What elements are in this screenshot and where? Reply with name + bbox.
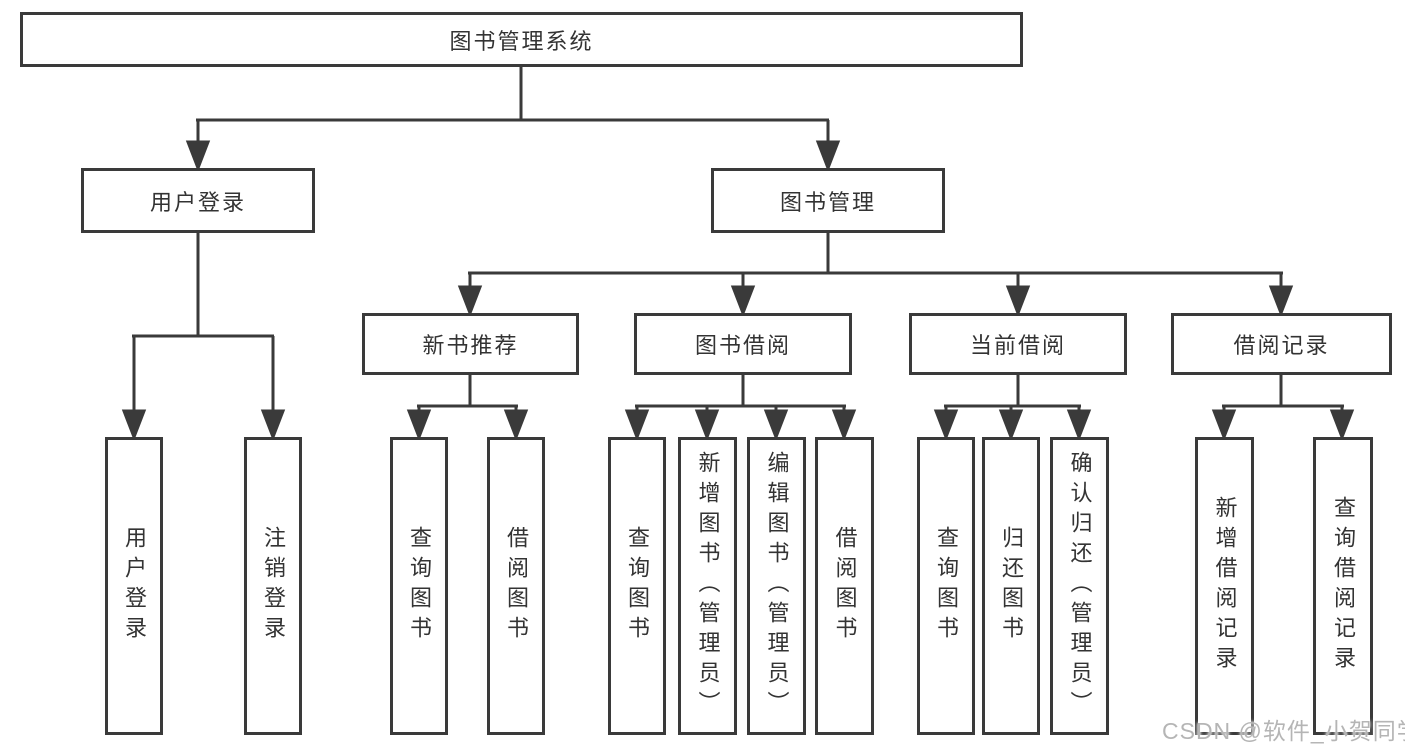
leaf-borrowing-borrow-books-label: 借阅图书 [832,526,858,646]
node-new-book-recommend: 新书推荐 [362,313,579,375]
node-borrowing-records: 借阅记录 [1171,313,1392,375]
node-root-label: 图书管理系统 [449,28,594,54]
leaf-borrowing-query-books-label: 查询图书 [625,526,650,646]
node-book-borrowing-label: 图书借阅 [694,333,791,358]
node-book-management-label: 图书管理 [779,189,876,215]
node-user-login-label: 用户登录 [149,189,246,215]
leaf-records-add-record-label: 新增借阅记录 [1212,496,1238,676]
node-book-borrowing: 图书借阅 [634,313,852,375]
node-book-management: 图书管理 [711,168,945,233]
leaf-records-query-record: 查询借阅记录 [1313,437,1373,735]
leaf-borrowing-edit-books-admin: 编辑图书（管理员） [747,437,806,735]
leaf-newrec-borrow-books-label: 借阅图书 [504,526,529,646]
leaf-borrowing-borrow-books: 借阅图书 [815,437,874,735]
leaf-current-query-books: 查询图书 [917,437,975,735]
node-borrowing-records-label: 借阅记录 [1233,333,1330,358]
leaf-records-add-record: 新增借阅记录 [1195,437,1254,735]
node-new-book-recommend-label: 新书推荐 [422,333,519,358]
leaf-current-confirm-return-admin-label: 确认归还（管理员） [1067,451,1093,721]
leaf-borrowing-edit-books-admin-label: 编辑图书（管理员） [764,451,790,721]
leaf-logout-label: 注销登录 [261,526,286,646]
leaf-user-login-label: 用户登录 [122,526,147,646]
csdn-watermark: CSDN @软件_小贺同学 [1162,718,1405,744]
leaf-logout: 注销登录 [244,437,302,735]
leaf-borrowing-add-books-admin-label: 新增图书（管理员） [695,451,721,721]
leaf-current-confirm-return-admin: 确认归还（管理员） [1050,437,1109,735]
leaf-current-return-books: 归还图书 [982,437,1040,735]
node-current-borrowing: 当前借阅 [909,313,1127,375]
leaf-records-query-record-label: 查询借阅记录 [1331,496,1356,676]
leaf-newrec-query-books: 查询图书 [390,437,448,735]
leaf-current-return-books-label: 归还图书 [999,526,1024,646]
leaf-borrowing-add-books-admin: 新增图书（管理员） [678,437,737,735]
node-root: 图书管理系统 [20,12,1023,67]
node-current-borrowing-label: 当前借阅 [969,333,1066,358]
leaf-newrec-borrow-books: 借阅图书 [487,437,545,735]
leaf-borrowing-query-books: 查询图书 [608,437,666,735]
leaf-user-login: 用户登录 [105,437,163,735]
leaf-current-query-books-label: 查询图书 [934,526,959,646]
leaf-newrec-query-books-label: 查询图书 [407,526,432,646]
node-user-login: 用户登录 [81,168,315,233]
